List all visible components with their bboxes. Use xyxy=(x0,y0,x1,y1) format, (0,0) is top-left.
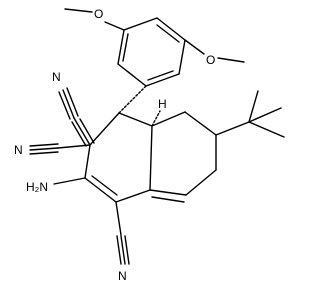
stereo-hydrogen: H xyxy=(151,97,167,127)
oxygen-label-top: O xyxy=(94,7,103,21)
nitrile-bottom: N xyxy=(115,201,130,283)
methoxy-top: O xyxy=(64,7,125,31)
hydrogen-label: H xyxy=(158,97,167,111)
methoxy-right: O xyxy=(184,39,245,67)
bicyclic-core xyxy=(84,111,217,203)
tert-butyl-group xyxy=(215,90,285,138)
nitrile-upper-left: N xyxy=(52,70,95,147)
nitrogen-label-2: N xyxy=(14,143,23,157)
chemical-structure: O O H xyxy=(14,7,285,283)
nitrogen-label-3: N xyxy=(118,269,127,283)
nitrile-left: N xyxy=(14,143,91,157)
dimethoxyphenyl-ring xyxy=(117,17,186,87)
oxygen-label-right: O xyxy=(206,53,215,67)
amino-label: H₂N xyxy=(26,180,48,194)
nitrogen-label-1: N xyxy=(52,70,61,84)
amino-group: H₂N xyxy=(26,177,86,194)
aryl-stereo-bond xyxy=(118,85,147,114)
